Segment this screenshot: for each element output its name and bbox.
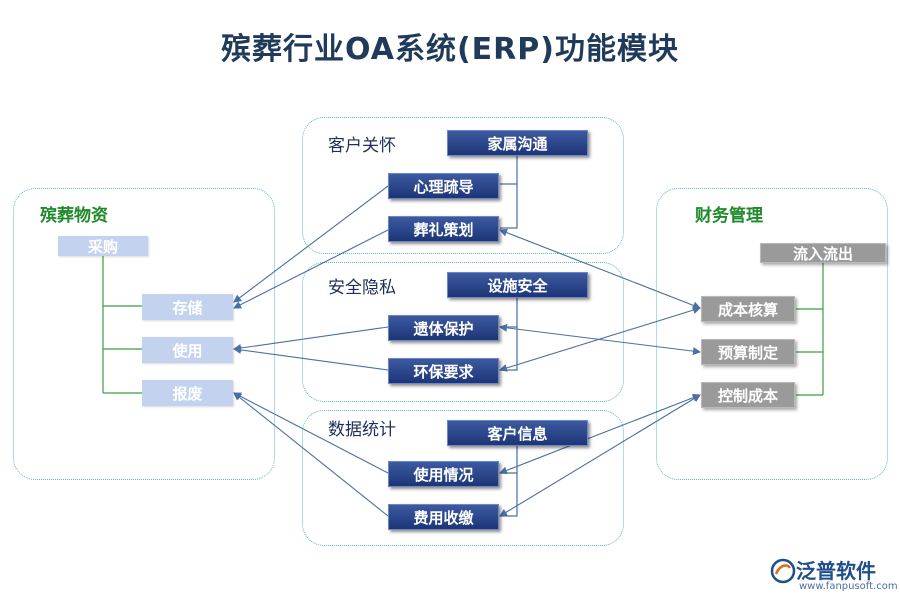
module-cash-flow[interactable]: 流入流出 — [760, 243, 886, 263]
arrow-fee-cost-control — [499, 394, 701, 517]
module-environmental-requirements[interactable]: 环保要求 — [388, 358, 499, 384]
module-storage[interactable]: 存储 — [142, 294, 233, 320]
group-label-funeral-goods: 殡葬物资 — [40, 206, 108, 226]
tree-finance — [796, 262, 824, 396]
group-label-data-stats: 数据统计 — [328, 420, 396, 440]
arrow-remains-usage — [233, 326, 389, 352]
module-family-communication[interactable]: 家属沟通 — [447, 130, 588, 156]
bracket-safety-privacy — [500, 296, 518, 371]
module-psychological-counseling[interactable]: 心理疏导 — [388, 173, 499, 199]
group-funeral-goods — [13, 188, 275, 480]
brand-logo-icon — [770, 558, 796, 584]
arrow-planning-cost-accounting — [499, 228, 701, 310]
tree-funeral-goods — [102, 255, 142, 394]
module-scrapping[interactable]: 报废 — [142, 380, 233, 406]
brand-name: 泛普软件 — [796, 559, 876, 583]
page-title: 殡葬行业OA系统(ERP)功能模块 — [221, 32, 679, 67]
arrow-usage-status-scrapping — [233, 392, 389, 474]
arrow-fee-scrapping — [233, 392, 389, 517]
brand-url: www.fanpusoft.com — [799, 581, 898, 592]
group-label-customer-care: 客户关怀 — [328, 136, 396, 156]
arrow-env-cost-accounting — [499, 306, 701, 372]
arrow-planning-storage — [233, 229, 389, 309]
module-usage[interactable]: 使用 — [142, 337, 233, 363]
module-fee-collection[interactable]: 费用收缴 — [388, 504, 499, 530]
bracket-data-stats — [500, 444, 518, 517]
arrow-env-usage — [233, 345, 389, 371]
module-usage-status[interactable]: 使用情况 — [388, 461, 499, 487]
group-label-finance: 财务管理 — [695, 206, 763, 226]
module-funeral-planning[interactable]: 葬礼策划 — [388, 216, 499, 242]
group-customer-care — [302, 117, 624, 254]
module-facility-security[interactable]: 设施安全 — [447, 272, 588, 298]
module-procurement[interactable]: 采购 — [58, 236, 148, 256]
arrow-counseling-storage — [233, 185, 389, 303]
module-cost-control[interactable]: 控制成本 — [701, 382, 795, 408]
module-remains-protection[interactable]: 遗体保护 — [388, 315, 499, 341]
module-budgeting[interactable]: 预算制定 — [701, 339, 795, 365]
group-label-safety-privacy: 安全隐私 — [328, 278, 396, 298]
bracket-customer-care — [500, 154, 518, 229]
module-customer-info[interactable]: 客户信息 — [447, 420, 588, 446]
module-cost-accounting[interactable]: 成本核算 — [701, 296, 795, 322]
